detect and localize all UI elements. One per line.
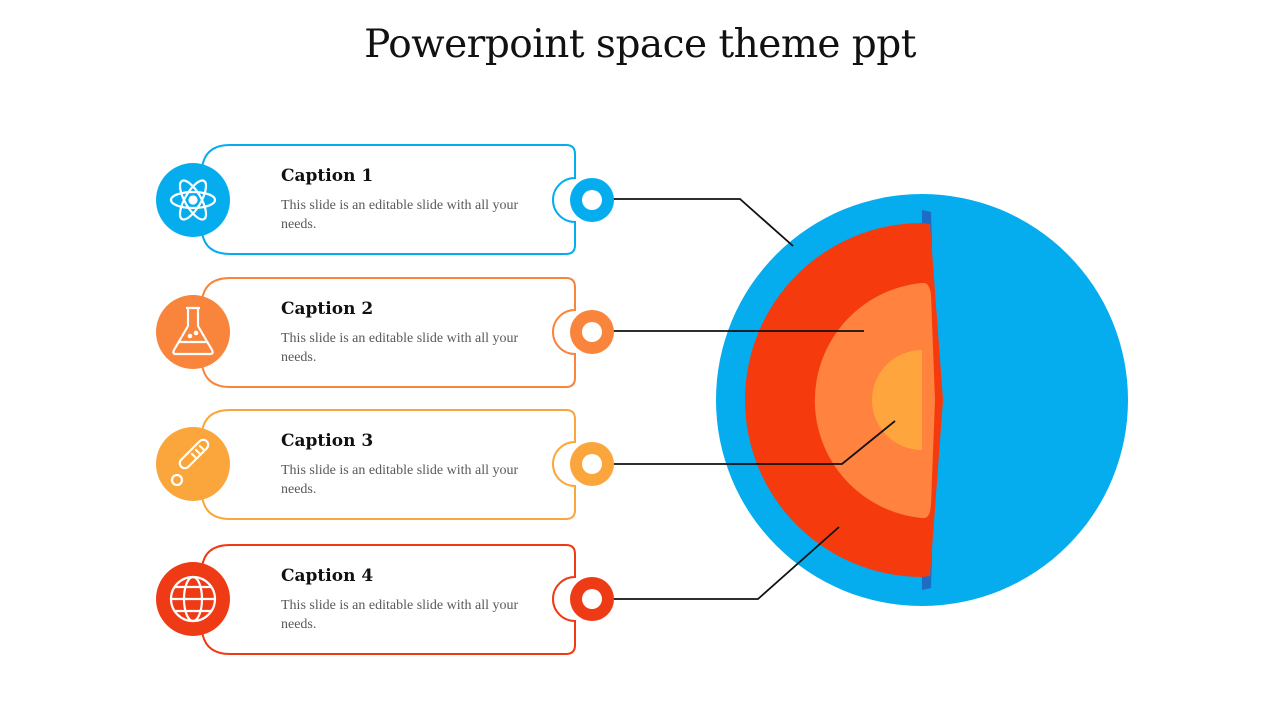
caption-card-1 [156,144,614,255]
globe-icon [169,575,217,623]
connector-line-4 [612,526,840,600]
planet-inner-core [872,350,922,450]
card-ring-hole [582,190,602,210]
card-ring-hole [582,454,602,474]
flask-icon [172,306,214,356]
connector-line-1 [612,198,794,247]
caption-text-4: This slide is an editable slide with all… [281,598,519,632]
connector-line-3 [612,420,896,465]
caption-card-3 [156,409,614,520]
caption-card-2 [156,277,614,388]
thermometer-icon [170,438,210,487]
caption-title-4: Caption 4 [281,566,374,586]
atom-icon [169,179,217,221]
caption-text-1: This slide is an editable slide with all… [281,198,519,232]
card-icon-circle [156,295,230,369]
card-icon-circle [156,427,230,501]
caption-title-1: Caption 1 [281,166,374,186]
caption-card-4 [156,544,614,655]
planet-cross-section [716,194,1128,606]
card-ring-hole [582,322,602,342]
card-ring-hole [582,589,602,609]
caption-title-2: Caption 2 [281,299,374,319]
caption-title-3: Caption 3 [281,431,374,451]
slide-title: Powerpoint space theme ppt [364,22,916,67]
caption-text-2: This slide is an editable slide with all… [281,331,519,365]
caption-text-3: This slide is an editable slide with all… [281,463,519,497]
connector-lines [612,198,896,600]
